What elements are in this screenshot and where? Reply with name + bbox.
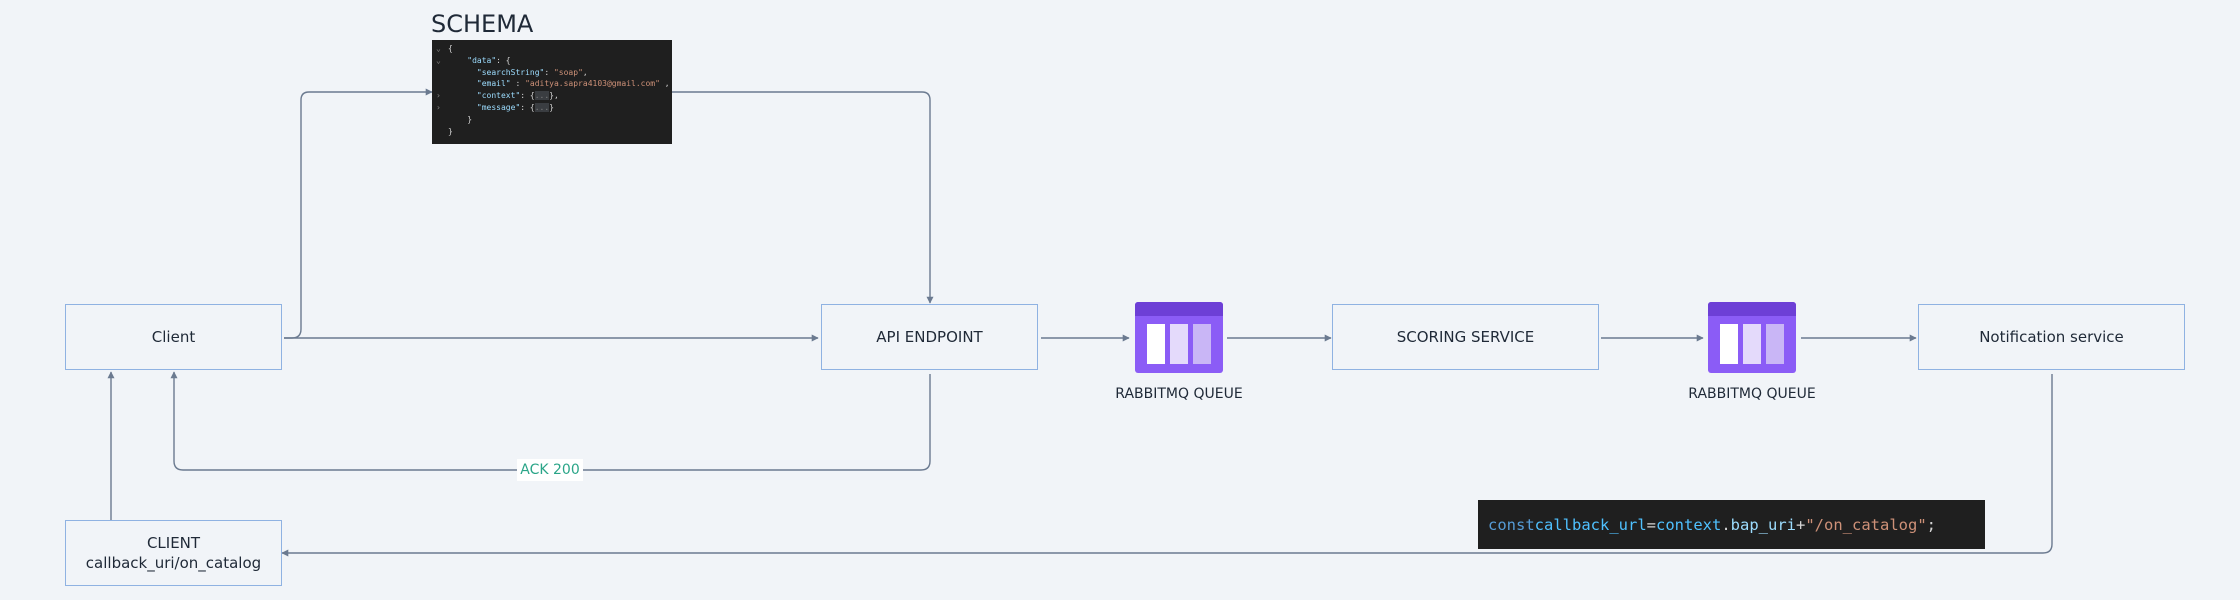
callback-client-node[interactable]: CLIENT callback_uri/on_catalog xyxy=(65,520,282,586)
code-line-3: "searchString": "soap", xyxy=(476,67,588,77)
callback-client-title: CLIENT xyxy=(146,534,201,552)
rabbitmq-queue-label: RABBITMQ QUEUE xyxy=(1115,386,1243,402)
fold-chevron-icon[interactable]: › xyxy=(436,91,441,101)
rabbitmq-queue-icon xyxy=(1135,302,1223,373)
code-line-6: › "message": {...} xyxy=(436,102,554,112)
api-endpoint-node[interactable]: API ENDPOINT xyxy=(821,304,1038,370)
client-node[interactable]: Client xyxy=(65,304,282,370)
rabbitmq-queue-icon xyxy=(1708,302,1796,373)
schema-title: SCHEMA xyxy=(431,10,534,38)
callback-client-path: callback_uri/on_catalog xyxy=(85,554,262,572)
edge-notification-to-callback xyxy=(281,374,2053,557)
code-line-5: › "context": {...}, xyxy=(436,91,559,101)
notification-service-label: Notification service xyxy=(1979,328,2124,346)
scoring-service-label: SCORING SERVICE xyxy=(1396,328,1535,346)
code-line-7: } xyxy=(467,114,473,124)
code-line-2: ⌄ "data": { xyxy=(436,55,511,65)
code-line-4: "email" : "aditya.sapra4103@gmail.com" , xyxy=(476,79,670,89)
rabbitmq-queue-label: RABBITMQ QUEUE xyxy=(1688,386,1816,402)
ack-edge-label: ACK 200 xyxy=(517,459,583,481)
fold-chevron-icon[interactable]: › xyxy=(436,102,441,112)
api-endpoint-label: API ENDPOINT xyxy=(876,328,983,346)
schema-code-block: ⌄{ ⌄ "data": { "searchString": "soap", "… xyxy=(432,40,672,144)
edge-client-to-schema xyxy=(284,88,433,339)
code-line-1: ⌄{ xyxy=(436,44,453,53)
scoring-service-node[interactable]: SCORING SERVICE xyxy=(1332,304,1599,370)
edge-api-ack-to-client xyxy=(170,371,931,471)
code-line-8: } xyxy=(448,126,453,136)
callback-code-snippet: const callback_url = context.bap_uri + "… xyxy=(1478,500,1985,549)
client-label: Client xyxy=(151,328,196,346)
edge-schema-to-api xyxy=(672,91,934,304)
notification-service-node[interactable]: Notification service xyxy=(1918,304,2185,370)
